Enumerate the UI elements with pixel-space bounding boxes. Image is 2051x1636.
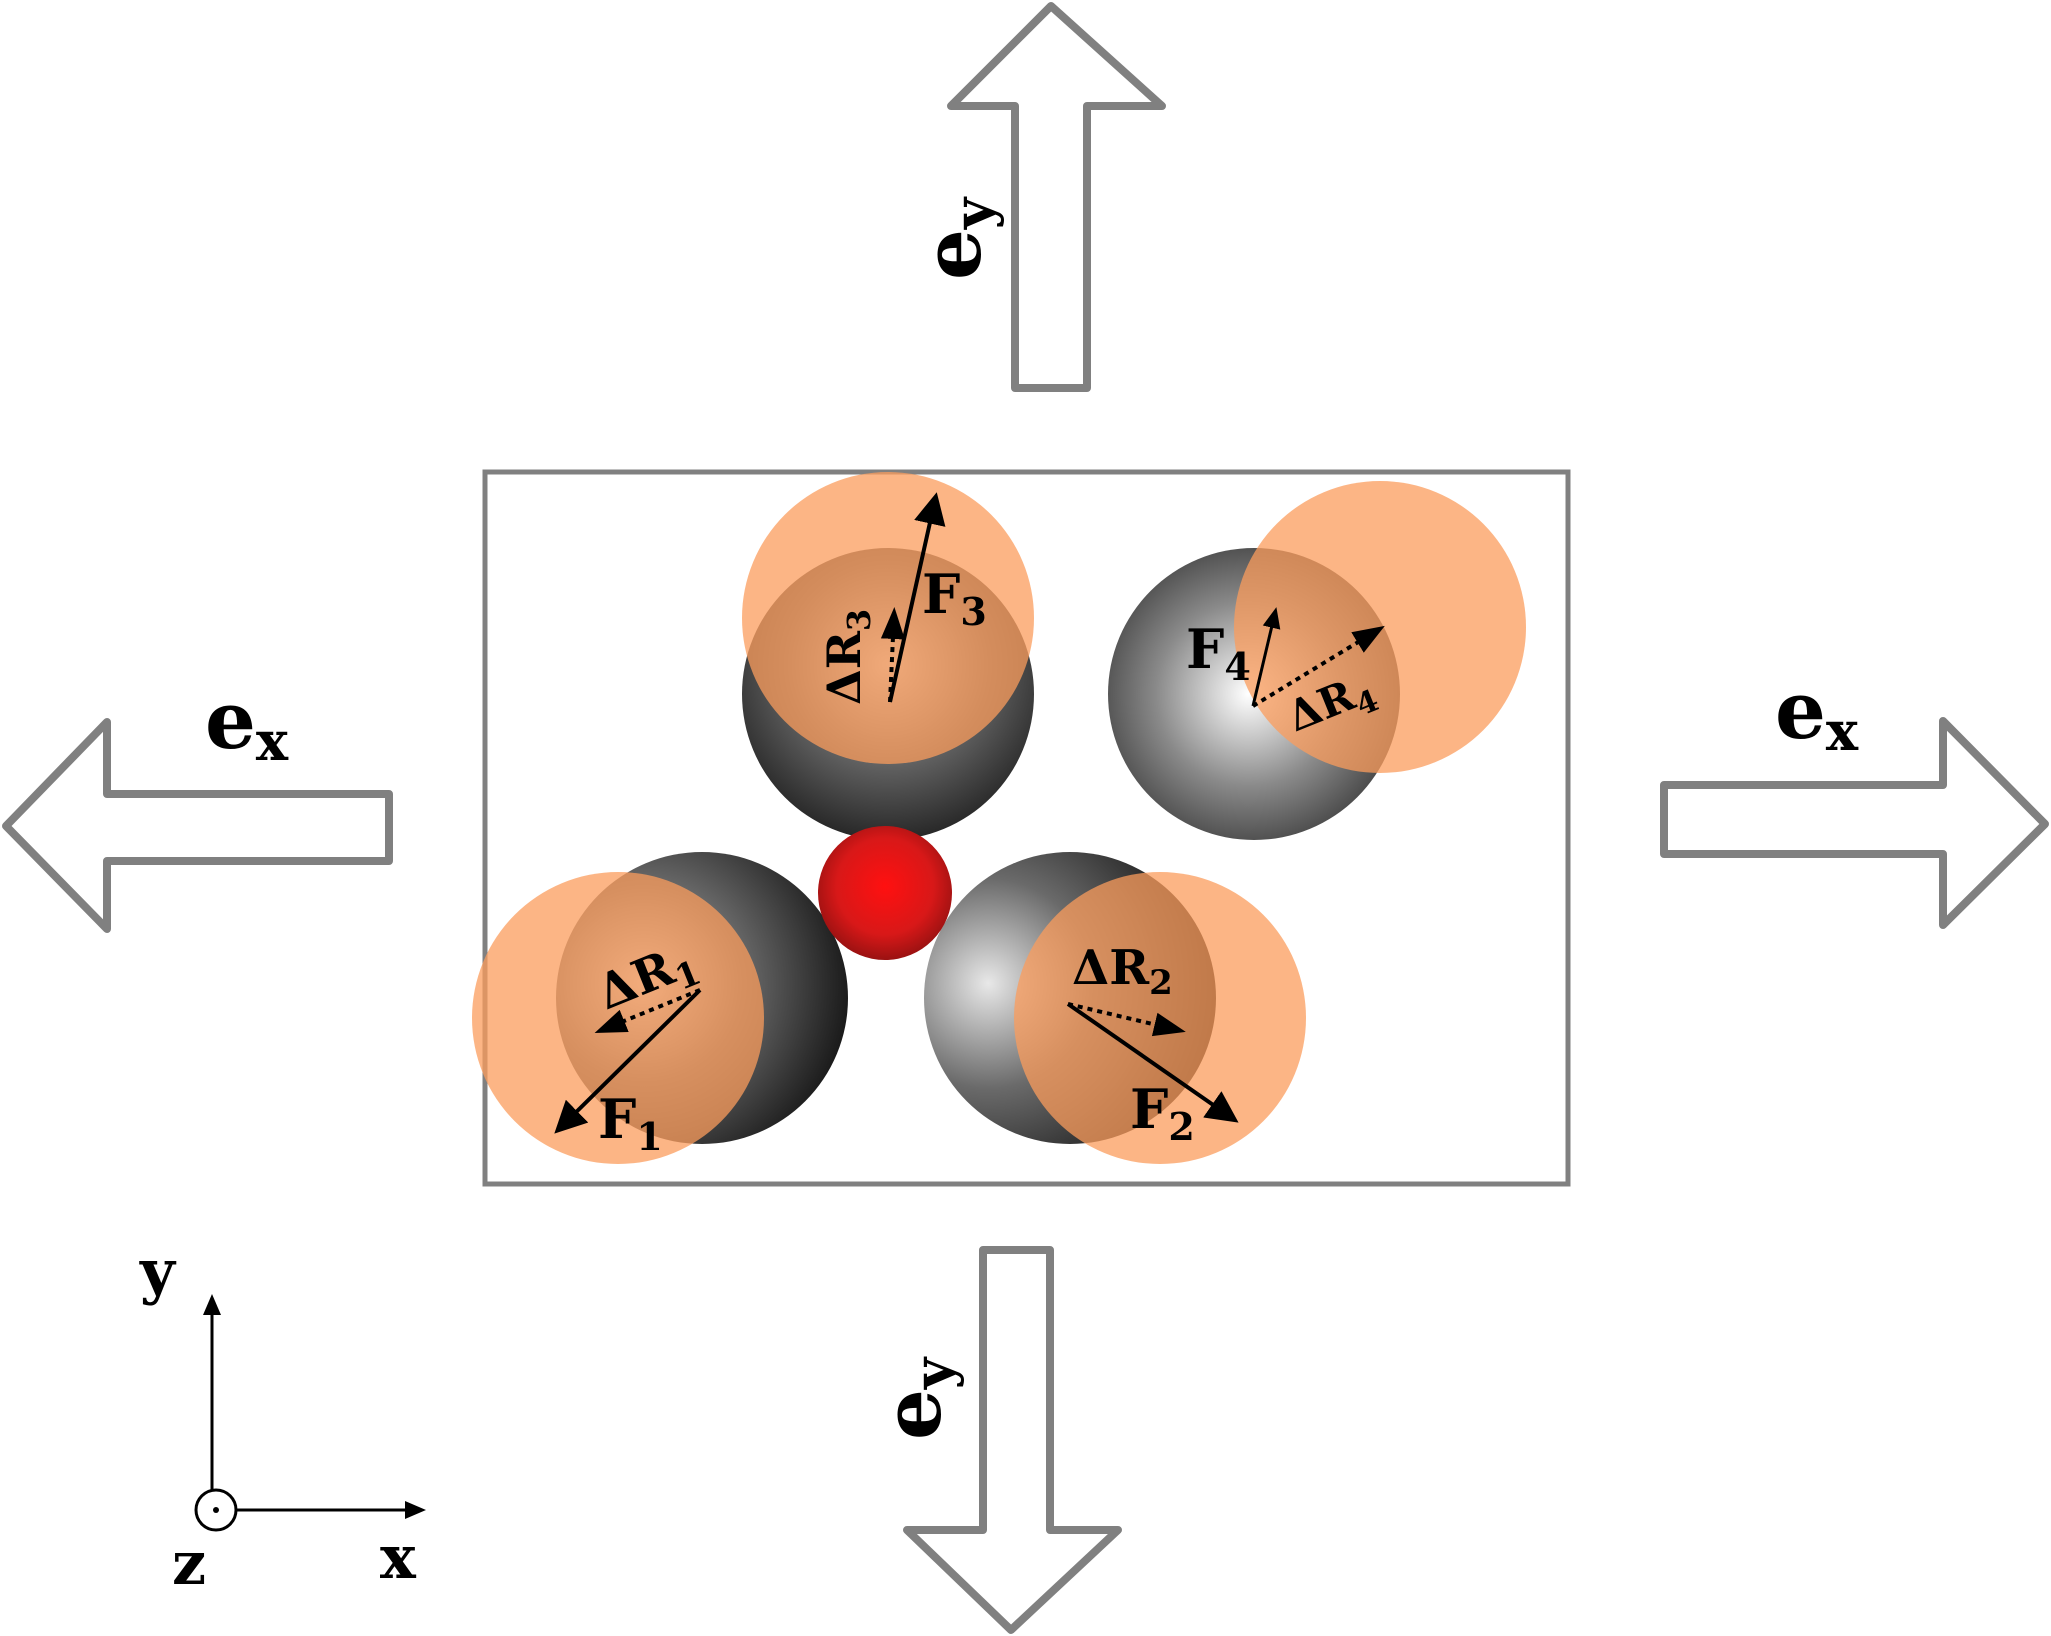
displacement-arrow-2 (1067, 1002, 1186, 1037)
strain-label-right: ex (1775, 663, 1859, 763)
force-arrow-3 (888, 492, 946, 703)
axis-label-y: y (139, 1237, 177, 1307)
atom-4-displaced (1234, 481, 1526, 773)
displacement-label-3: ΔR3 (817, 609, 878, 705)
strain-arrow-bottom (903, 1246, 1122, 1634)
force-arrow-4 (1251, 607, 1281, 707)
strain-label-bottom: ey (865, 1356, 965, 1440)
strain-label-left: ex (205, 673, 289, 773)
strain-arrow-right (1660, 717, 2049, 929)
axis-label-x: x (380, 1523, 417, 1593)
strain-arrow-top (947, 2, 1166, 392)
atom-3-displaced (742, 472, 1034, 764)
displacement-arrow-3 (880, 607, 905, 703)
displacement-arrow-1 (594, 988, 701, 1034)
force-label-2: F2 (1130, 1077, 1195, 1149)
coordinate-axes (194, 1294, 426, 1532)
axis-label-z: z (172, 1529, 206, 1599)
strain-label-top: ey (905, 196, 1005, 280)
force-label-3: F3 (922, 562, 987, 634)
force-arrow-2 (1066, 1002, 1239, 1123)
strain-arrow-left (2, 718, 393, 933)
displacement-label-2: ΔR2 (1072, 940, 1173, 1003)
displacement-arrow-4 (1251, 625, 1385, 708)
force-label-1: F1 (598, 1087, 663, 1159)
center-atom (818, 826, 952, 960)
z-axis-dot (213, 1507, 219, 1513)
force-label-4: F4 (1186, 617, 1251, 689)
unit-cell-frame (482, 469, 1571, 1187)
force-arrow-1 (554, 988, 702, 1134)
